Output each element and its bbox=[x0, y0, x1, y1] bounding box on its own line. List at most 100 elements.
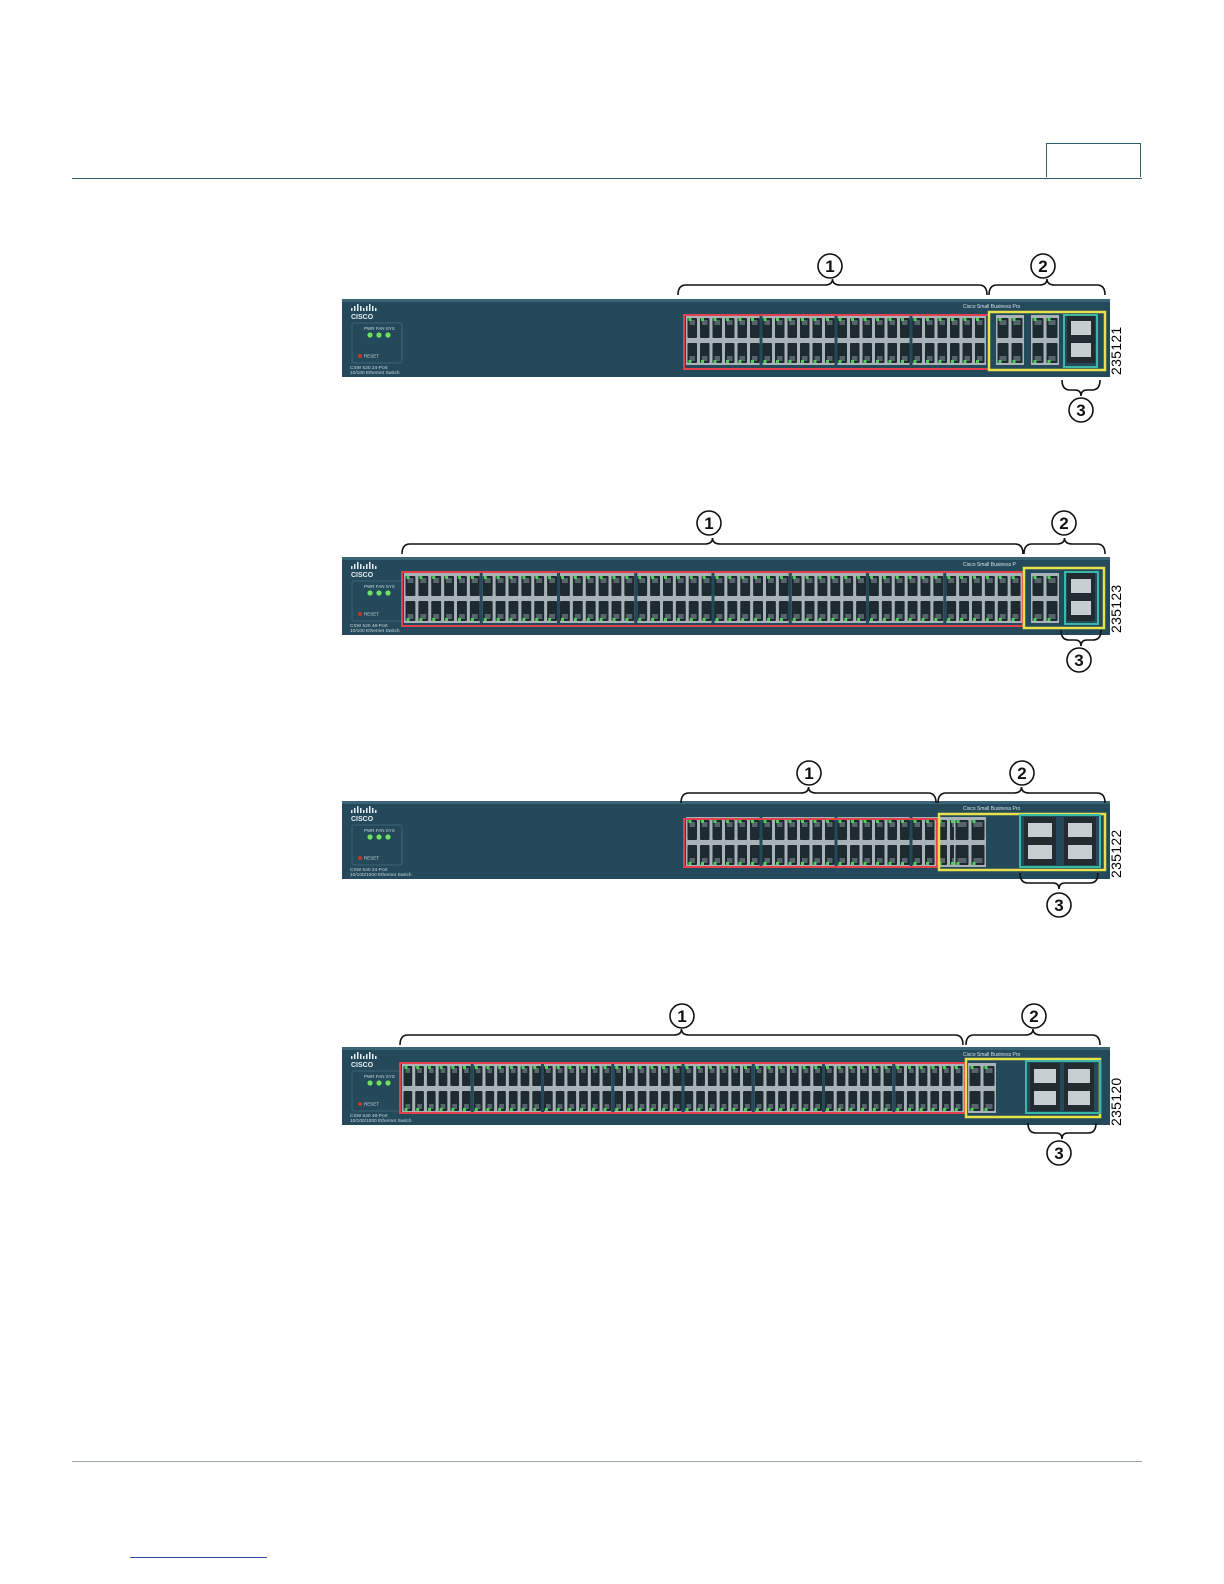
rj45-contacts bbox=[955, 1068, 961, 1073]
port-led bbox=[888, 360, 892, 363]
reset-label: RESET bbox=[364, 856, 379, 861]
port-led bbox=[673, 1108, 677, 1111]
port-led bbox=[870, 618, 873, 621]
rj45-contacts bbox=[475, 1068, 481, 1073]
port-led bbox=[851, 318, 854, 321]
rj45-contacts bbox=[768, 1104, 774, 1109]
port-led bbox=[954, 1108, 958, 1111]
port-led bbox=[1011, 576, 1015, 579]
port-led bbox=[951, 318, 954, 321]
callout-bracket bbox=[1027, 1122, 1097, 1140]
port-led bbox=[664, 618, 667, 621]
port-led bbox=[882, 618, 886, 621]
port-led bbox=[509, 618, 513, 621]
port-led bbox=[779, 1066, 783, 1069]
rj45-contacts bbox=[569, 1068, 575, 1073]
port-led bbox=[521, 1066, 525, 1069]
port-led bbox=[688, 820, 692, 823]
rj45-contacts bbox=[789, 822, 795, 827]
port-led bbox=[849, 1066, 853, 1069]
port-led bbox=[522, 618, 526, 621]
callout-number: 2 bbox=[1017, 764, 1026, 783]
port-led bbox=[934, 576, 938, 579]
rj45-contacts bbox=[716, 578, 723, 583]
chassis-top-edge bbox=[342, 557, 1110, 560]
rj45-contacts bbox=[819, 578, 826, 583]
cisco-logo-bar bbox=[363, 566, 365, 569]
port-group-divider bbox=[788, 573, 792, 623]
callout-bracket bbox=[401, 537, 1024, 555]
rj45-contacts bbox=[914, 858, 920, 863]
port-led bbox=[545, 1108, 548, 1111]
port-led bbox=[738, 820, 742, 823]
port-led bbox=[998, 576, 1002, 579]
rj45-contacts bbox=[714, 356, 720, 361]
model-name: CSW 520 48-Port bbox=[350, 623, 388, 629]
rj45-contacts bbox=[446, 578, 452, 583]
rj45-contacts bbox=[889, 320, 895, 325]
port-led bbox=[615, 1108, 619, 1111]
port-led bbox=[445, 576, 449, 579]
port-led bbox=[788, 820, 792, 823]
rj45-contacts bbox=[663, 1068, 668, 1073]
port-led bbox=[406, 618, 410, 621]
port-led bbox=[612, 618, 616, 621]
rj45-contacts bbox=[961, 578, 967, 583]
port-led bbox=[776, 862, 779, 865]
rj45-contacts bbox=[793, 614, 800, 619]
rj45-contacts bbox=[652, 614, 658, 619]
rj45-contacts bbox=[484, 614, 491, 619]
callout-number: 3 bbox=[1054, 1144, 1063, 1163]
callout-circle bbox=[669, 1003, 695, 1029]
reset-label: RESET bbox=[364, 612, 379, 617]
port-led bbox=[818, 618, 822, 621]
port-led bbox=[985, 618, 989, 621]
rj45-contacts bbox=[877, 822, 883, 827]
cisco-logo-bar bbox=[369, 304, 371, 311]
callout-circle bbox=[1021, 1003, 1047, 1029]
rj45-contacts bbox=[499, 1104, 504, 1109]
port-led bbox=[973, 576, 976, 579]
port-led bbox=[738, 862, 742, 865]
callout-number: 1 bbox=[804, 764, 813, 783]
cisco-logo-bar bbox=[366, 1054, 368, 1059]
port-led bbox=[419, 576, 423, 579]
port-led bbox=[713, 820, 717, 823]
port-led bbox=[908, 618, 912, 621]
cisco-logo-bar bbox=[357, 806, 359, 813]
port-led bbox=[767, 1108, 771, 1111]
port-led bbox=[458, 576, 461, 579]
cisco-logo-bar bbox=[363, 810, 365, 813]
port-led bbox=[767, 1066, 771, 1069]
rj45-contacts bbox=[587, 578, 594, 583]
rj45-contacts bbox=[932, 1104, 938, 1109]
uplink-highlight-yellow bbox=[987, 310, 1107, 372]
port-led bbox=[972, 862, 976, 865]
rj45-contacts bbox=[497, 578, 504, 583]
port-led bbox=[913, 318, 917, 321]
port-led bbox=[947, 618, 951, 621]
rj45-contacts bbox=[939, 858, 945, 863]
rj45-contacts bbox=[927, 356, 933, 361]
rj45-contacts bbox=[522, 1068, 528, 1073]
port-led bbox=[1033, 618, 1037, 621]
rj45-contacts bbox=[755, 614, 761, 619]
cisco-logo-bar bbox=[366, 564, 368, 569]
rj45-contacts bbox=[405, 1068, 411, 1073]
figure-id: 235120 bbox=[1108, 1077, 1124, 1126]
rj45-contacts bbox=[862, 1068, 867, 1073]
port-led bbox=[664, 576, 667, 579]
rj45-contacts bbox=[789, 320, 795, 325]
rj45-contacts bbox=[613, 578, 620, 583]
rj45-contacts bbox=[651, 1104, 657, 1109]
port-led bbox=[483, 618, 487, 621]
rj45-contacts bbox=[897, 1068, 902, 1073]
cisco-logo-bar bbox=[363, 1056, 365, 1059]
rj45-contacts bbox=[873, 1104, 879, 1109]
rj45-contacts bbox=[838, 1068, 844, 1073]
rj45-contacts bbox=[574, 614, 581, 619]
port-led bbox=[638, 618, 642, 621]
cisco-logo-bar bbox=[351, 308, 353, 311]
